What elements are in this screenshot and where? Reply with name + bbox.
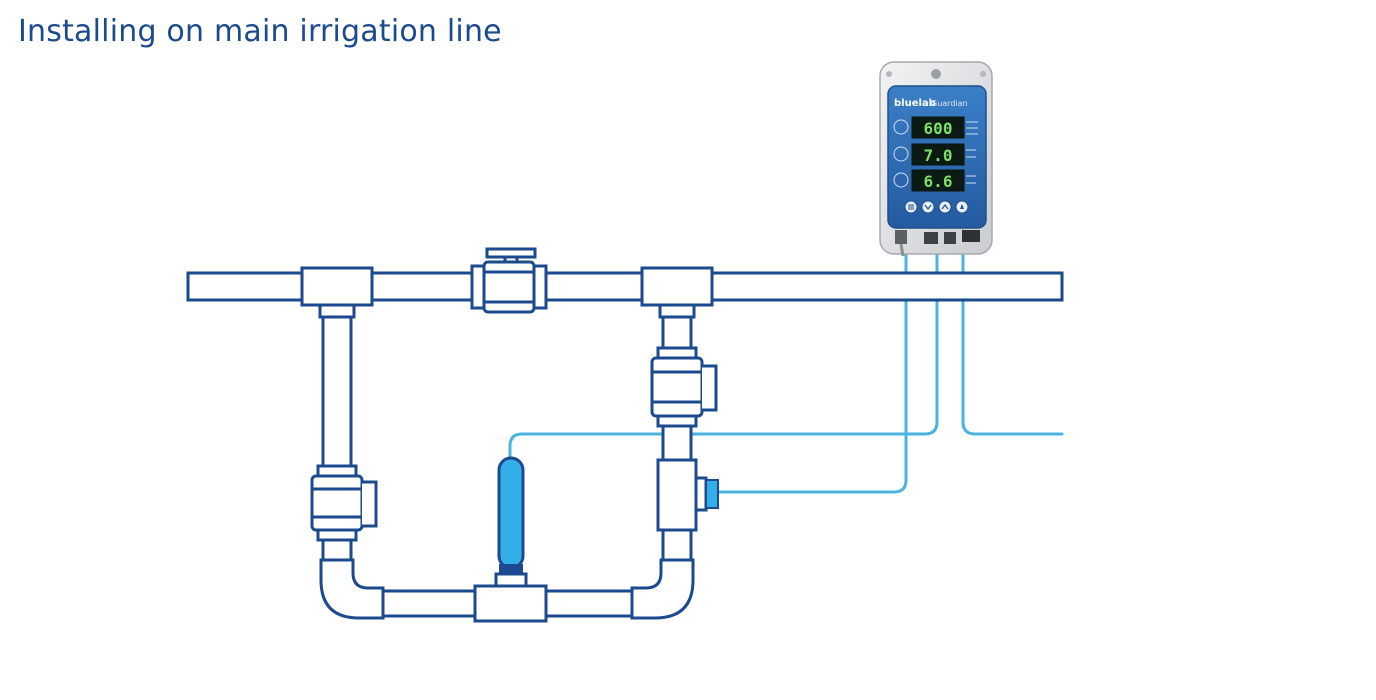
controller-buttons (904, 200, 969, 214)
readout-value-3: 6.6 (924, 172, 953, 191)
cables (508, 250, 1064, 494)
down-button-icon (921, 200, 935, 214)
readout-row-1: 600 (893, 116, 978, 139)
cable-to-electrode (508, 250, 939, 460)
left-branch-valve (310, 464, 378, 542)
controller-brand: bluelab (894, 98, 936, 109)
sensor-tee-fitting (656, 458, 708, 532)
main-pipe-mid-b (544, 271, 644, 302)
readout-row-2: 7.0 (893, 143, 976, 166)
right-tee-fitting (640, 266, 714, 319)
controller-unit: bluelab Guardian 600 7.0 6.6 (879, 61, 993, 257)
bottom-pipe (381, 589, 634, 618)
left-branch-pipe (321, 315, 353, 562)
left-elbow (319, 558, 385, 620)
readout-row-3: 6.6 (893, 169, 976, 192)
right-elbow (630, 558, 695, 620)
left-tee-fitting (300, 266, 374, 319)
bottom-tee-fitting (473, 572, 548, 623)
main-line-valve (470, 247, 548, 314)
controller-model: Guardian (931, 99, 968, 108)
main-pipe-left (186, 271, 304, 302)
right-branch-valve (650, 346, 718, 428)
cable-to-side-exit (961, 250, 1064, 436)
main-pipe-mid-a (370, 271, 476, 302)
readout-value-1: 600 (924, 119, 953, 138)
readout-value-2: 7.0 (924, 146, 953, 165)
up-button-icon (938, 200, 952, 214)
cable-to-side-probe (716, 253, 908, 494)
page-title: Installing on main irrigation line (18, 14, 502, 49)
electrode-probe (497, 456, 525, 574)
main-pipe-right (710, 271, 1064, 302)
right-branch-pipe (661, 315, 693, 562)
sensor-probe (705, 479, 719, 509)
